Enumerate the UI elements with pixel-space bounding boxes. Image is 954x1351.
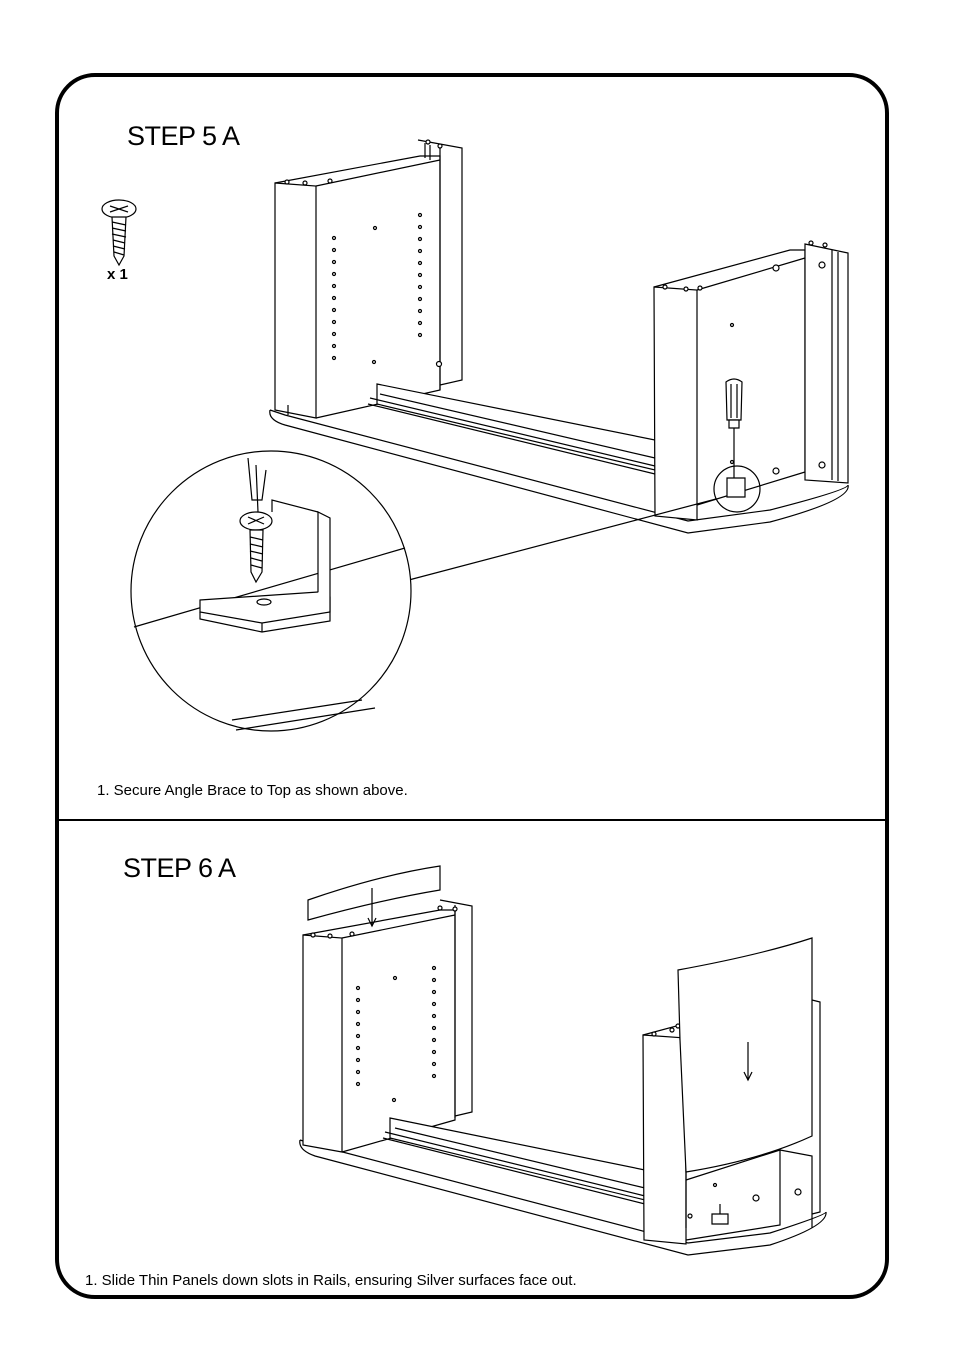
hardware-quantity: x 1 <box>107 266 128 283</box>
step-5a-instruction: 1. Secure Angle Brace to Top as shown ab… <box>97 782 408 799</box>
step-5a-title: STEP 5 A <box>127 121 240 151</box>
step-6a-instruction: 1. Slide Thin Panels down slots in Rails… <box>85 1272 577 1289</box>
screw-icon <box>102 200 136 265</box>
step-6a-title: STEP 6 A <box>123 853 236 883</box>
page-border <box>55 73 889 1299</box>
section-divider <box>57 819 889 821</box>
